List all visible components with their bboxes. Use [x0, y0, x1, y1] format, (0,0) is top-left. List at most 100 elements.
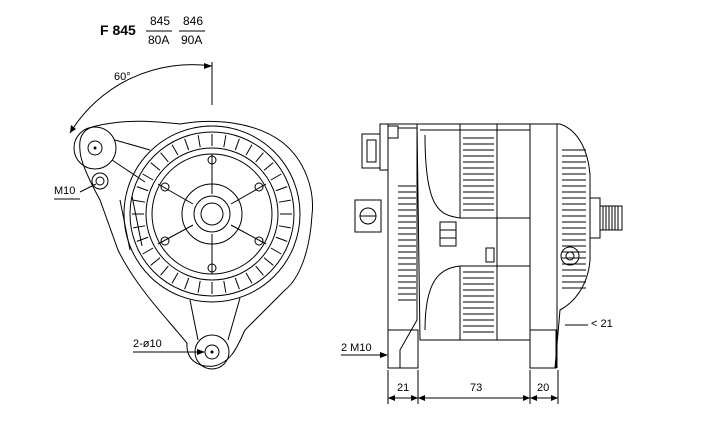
shaft-thread [599, 205, 623, 231]
fan-slot [160, 265, 169, 276]
bolt-hole [160, 182, 170, 192]
dim-offset-label: < 21 [591, 318, 613, 330]
fan-slot [255, 265, 264, 276]
fan-inner-ring [145, 147, 279, 281]
fan-slot [270, 173, 282, 181]
fan-slot [160, 152, 169, 163]
fan-slot [245, 144, 253, 156]
fan-slot [136, 236, 149, 242]
bolt-hole [254, 182, 264, 192]
hub-middle [193, 195, 231, 233]
m10-boss-hole [95, 176, 105, 186]
variant-number-846: 846 [183, 14, 204, 28]
fan-slot [150, 162, 161, 171]
bolt-hole [207, 263, 217, 273]
fan-slot [171, 272, 179, 284]
fan-slot [263, 257, 274, 266]
bolt-hole [160, 236, 170, 246]
variant-rating-90a: 90A [181, 33, 203, 47]
housing-outline [79, 120, 314, 367]
rib-pair [119, 195, 143, 251]
connector-socket [366, 139, 377, 163]
m10-boss [91, 172, 109, 190]
fan-slot [142, 247, 154, 255]
angle-arrow-left [70, 125, 76, 133]
front-thread-label: M10 [54, 185, 76, 197]
hub-spokes [157, 154, 267, 274]
fan-slot [255, 152, 264, 163]
fan-slot [136, 186, 149, 192]
fan-slot [234, 277, 240, 290]
m10-leader [79, 183, 97, 193]
angle-label: 60° [114, 71, 131, 83]
fan-slot [275, 186, 288, 192]
hub-outer [181, 183, 243, 245]
front-view [54, 62, 314, 370]
fan-slot [275, 236, 288, 242]
fan-slot [133, 199, 146, 203]
fan-slot [263, 162, 274, 171]
front-mount-ear [560, 246, 580, 266]
dim-73-label: 73 [470, 382, 483, 394]
fan-slot [150, 257, 161, 266]
stator-slots [463, 137, 494, 333]
holes-label: 2-ø10 [133, 338, 162, 350]
fan-slot [278, 225, 291, 229]
front-mount-hole [565, 251, 575, 261]
upper-mount-center [93, 146, 97, 150]
rib [227, 297, 241, 341]
bolt-hole [254, 236, 264, 246]
rear-foot [387, 329, 419, 369]
connector-block [361, 133, 381, 169]
connector-tab [387, 125, 399, 139]
fan-outer-ring [123, 125, 301, 303]
variant-number-845: 845 [150, 14, 171, 28]
model-label: F 845 [100, 22, 136, 38]
fan-slot [184, 138, 190, 151]
shaft-collar [589, 197, 601, 239]
side-thread-arrow [380, 352, 388, 358]
hub-inner [200, 202, 224, 226]
stator-contour-lower [424, 265, 530, 331]
rib [189, 299, 199, 341]
front-cooling-fins [562, 149, 586, 289]
upper-mount-ear [73, 126, 117, 170]
angle-arc [69, 64, 213, 134]
side-thread-label: 2 M10 [341, 342, 372, 354]
rear-cooling-fins [398, 185, 416, 301]
fan-slot [245, 272, 253, 284]
fan-slot [171, 144, 179, 156]
front-housing [529, 123, 591, 369]
rear-terminal-bracket [354, 199, 382, 233]
fan-slot [223, 135, 227, 148]
side-view [341, 123, 623, 404]
connector-body [379, 123, 389, 171]
front-foot [529, 329, 557, 369]
holes-leader-arrow [197, 349, 205, 355]
fan-slot [270, 247, 282, 255]
fan-slots [132, 134, 292, 294]
rib [114, 139, 151, 151]
fan-slot [184, 277, 190, 290]
fan-slot [234, 138, 240, 151]
dim-21-label: 21 [397, 382, 410, 394]
fan-slot [197, 135, 201, 148]
regulator-pin [485, 247, 495, 263]
fan-slot [133, 225, 146, 229]
fan-slot [142, 173, 154, 181]
bolt-hole [207, 155, 217, 165]
lower-mount-center [210, 350, 214, 354]
variant-rating-80a: 80A [148, 33, 170, 47]
fan-slot [223, 280, 227, 293]
regulator-block [439, 221, 457, 247]
fan-slot [278, 199, 291, 203]
dimension-arrows [388, 395, 558, 401]
angle-arrow-top [204, 63, 212, 69]
shaft-thread-lines [602, 206, 619, 230]
rib [111, 159, 146, 183]
fan-slot [197, 280, 201, 293]
fan-outer-ring-inner [129, 131, 295, 297]
stator-contour-upper [424, 134, 530, 219]
dim-20-label: 20 [537, 382, 550, 394]
